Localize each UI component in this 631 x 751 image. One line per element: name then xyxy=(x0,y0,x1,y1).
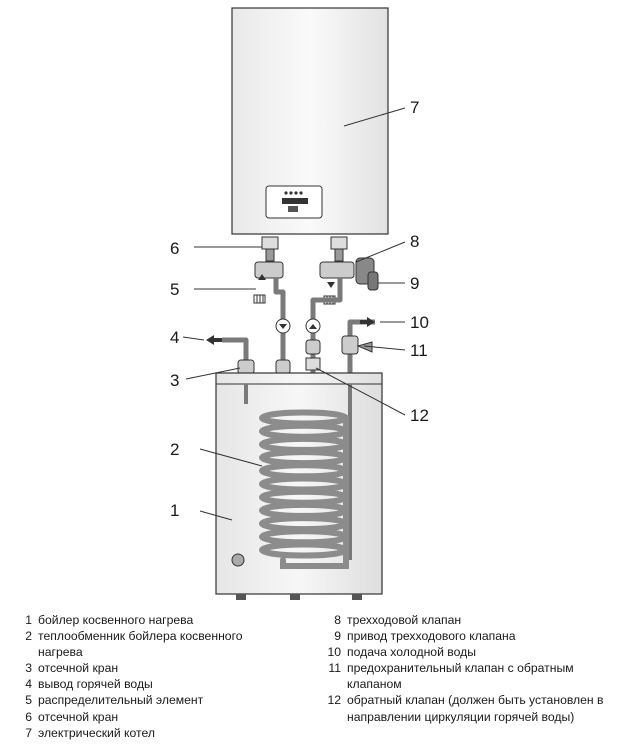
installation-diagram: 1 2 3 4 5 6 7 8 9 10 11 12 xyxy=(170,7,429,600)
control-panel-icon xyxy=(282,191,308,212)
callout-4: 4 xyxy=(170,328,179,347)
callout-3: 3 xyxy=(170,371,179,390)
electric-boiler xyxy=(231,7,389,235)
callout-2: 2 xyxy=(170,440,179,459)
callout-7: 7 xyxy=(410,98,419,117)
valves xyxy=(237,335,373,375)
heat-exchanger-coil xyxy=(259,409,349,569)
callout-10: 10 xyxy=(410,313,429,332)
callout-numbers: 1 2 3 4 5 6 7 8 9 10 11 12 xyxy=(170,98,429,520)
flow-markers xyxy=(275,318,321,334)
coil-return xyxy=(280,415,349,569)
leader-lines xyxy=(182,107,406,521)
callout-8: 8 xyxy=(410,232,419,251)
callout-9: 9 xyxy=(410,274,419,293)
callout-11: 11 xyxy=(410,341,428,360)
cold-water-inlet-arrow-icon xyxy=(360,317,375,327)
left-fittings xyxy=(253,236,284,304)
callout-12: 12 xyxy=(410,406,429,425)
right-fittings xyxy=(319,236,379,305)
hot-water-outlet-arrow-icon xyxy=(206,335,222,345)
callout-5: 5 xyxy=(170,280,179,299)
callout-1: 1 xyxy=(170,501,179,520)
thermometer-icon xyxy=(231,553,245,567)
callout-6: 6 xyxy=(170,239,179,258)
radiator-icon xyxy=(253,294,266,304)
